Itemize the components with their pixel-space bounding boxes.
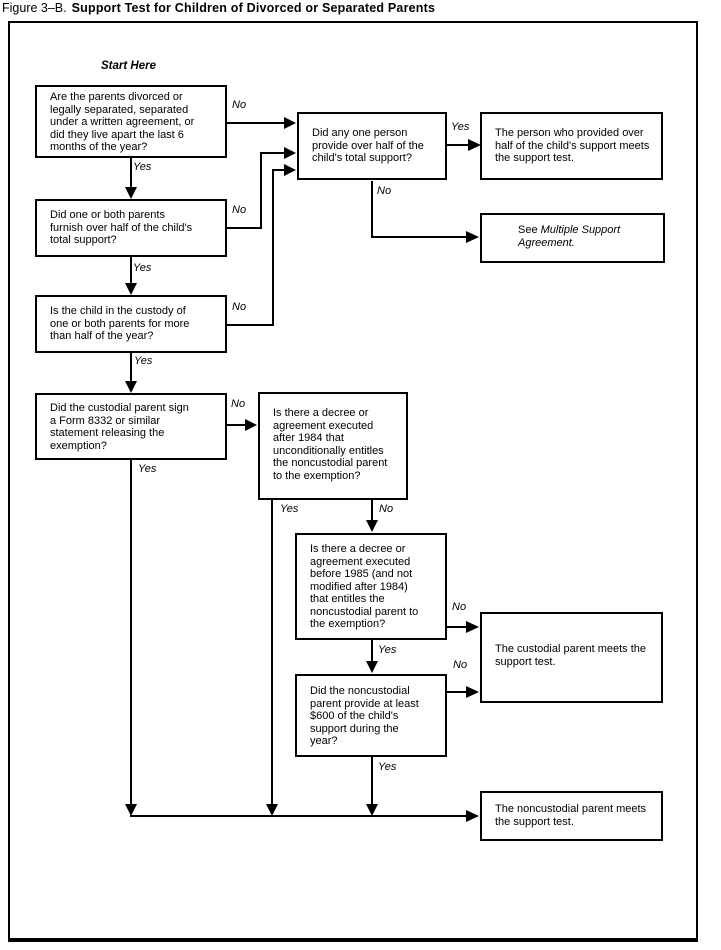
node-are-parents-divorced: Are the parents divorced or legally sepa… [35, 85, 227, 158]
connector-lines [130, 122, 469, 817]
edge-label-yes: Yes [378, 644, 397, 656]
figure-border [8, 21, 698, 942]
edge-label-no: No [231, 398, 246, 410]
node-person-provided-meets-test: The person who provided over half of the… [480, 112, 663, 180]
node-see-multiple-support-agreement: See Multiple Support Agreement. [480, 213, 665, 263]
edge-label-no: No [452, 601, 467, 613]
edge-label-no: No [379, 503, 394, 515]
edge-label-yes: Yes [133, 262, 152, 274]
node-decree-before-1985: Is there a decree or agreement executed … [295, 533, 447, 640]
node-form-8332-signed: Did the custodial parent sign a Form 833… [35, 393, 227, 460]
edge-label-no: No [232, 301, 247, 313]
see-label: See [518, 224, 541, 236]
edge-label-yes: Yes [134, 355, 153, 367]
node-noncustodial-parent-meets-test: The noncustodial parent meets the suppor… [480, 791, 663, 841]
start-here-label: Start Here [101, 60, 156, 72]
figure-number: Figure 3–B. [2, 1, 67, 15]
node-any-one-person-provided: Did any one person provide over half of … [297, 112, 447, 180]
edge-label-yes: Yes [451, 121, 470, 133]
edge-label-yes: Yes [133, 161, 152, 173]
edge-label-no: No [232, 204, 247, 216]
edge-label-yes: Yes [138, 463, 157, 475]
edge-label-yes: Yes [378, 761, 397, 773]
figure-title-text: Support Test for Children of Divorced or… [71, 1, 436, 15]
node-decree-after-1984: Is there a decree or agreement executed … [258, 392, 408, 500]
multiple-support-agreement-reference: Multiple Support Agreement. [518, 224, 621, 249]
node-child-in-custody: Is the child in the custody of one or bo… [35, 295, 227, 353]
node-noncustodial-600-support: Did the noncustodial parent provide at l… [295, 674, 447, 757]
edge-label-yes: Yes [280, 503, 299, 515]
node-parents-furnish-half-support: Did one or both parents furnish over hal… [35, 199, 227, 257]
edge-label-no: No [453, 659, 468, 671]
arrow-heads [125, 117, 481, 822]
edge-label-no: No [377, 185, 392, 197]
node-custodial-parent-meets-test: The custodial parent meets the support t… [480, 612, 663, 703]
edge-label-no: No [232, 99, 247, 111]
figure-title: Figure 3–B. Support Test for Children of … [2, 1, 435, 15]
